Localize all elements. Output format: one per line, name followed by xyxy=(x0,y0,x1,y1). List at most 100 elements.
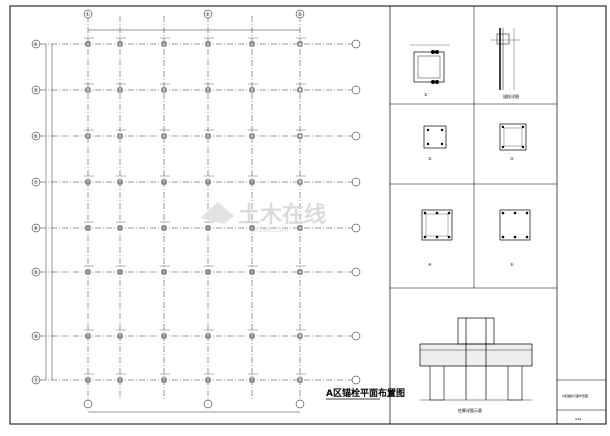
plan-columns xyxy=(84,37,306,383)
axis-bubble-bottom xyxy=(83,399,93,409)
column-anchor xyxy=(161,225,167,231)
axis-bubble-left xyxy=(31,39,41,49)
column-anchor xyxy=(117,377,123,383)
column-anchor xyxy=(297,333,303,339)
detail-2-label: 锚栓详图 xyxy=(503,93,519,99)
axis-label-left: ⑪ xyxy=(34,377,39,384)
detail-6: ⑤ xyxy=(499,209,531,267)
column-anchor xyxy=(117,225,123,231)
axis-label-left: ⑧ xyxy=(34,226,39,232)
column-anchor xyxy=(85,377,91,383)
axis-bubble-left xyxy=(31,331,41,341)
column-anchor xyxy=(297,225,303,231)
plan-grid xyxy=(40,16,352,400)
axis-label-left: ⑩ xyxy=(34,334,39,340)
axis-bubble-right xyxy=(351,267,361,277)
axis-label-left: ⑥ xyxy=(34,134,39,140)
column-anchor xyxy=(161,133,167,139)
column-anchor xyxy=(85,179,91,185)
column-anchor xyxy=(205,179,211,185)
axis-bubble-right xyxy=(351,131,361,141)
title-block-sheet-no: GS4 xyxy=(575,417,581,421)
column-anchor xyxy=(85,333,91,339)
column-anchor xyxy=(117,133,123,139)
axis-bubble-left xyxy=(31,375,41,385)
axis-label-left: ⑦ xyxy=(34,180,39,186)
column-anchor xyxy=(205,41,211,47)
detail-6-label: ⑤ xyxy=(510,262,514,267)
plan-axis-labels: ① ② ③ ④ ⑤ ⑥ ⑦ ⑧ ⑨ ⑩ ⑪ xyxy=(31,9,361,409)
axis-bubble-right xyxy=(351,331,361,341)
column-anchor xyxy=(205,333,211,339)
column-anchor xyxy=(161,87,167,93)
axis-bubble-left xyxy=(31,223,41,233)
column-anchor xyxy=(161,269,167,275)
column-anchor xyxy=(161,333,167,339)
axis-label-left: ⑤ xyxy=(34,88,38,94)
column-anchor xyxy=(297,269,303,275)
title-block: A区锚栓平面布置图 GS4 xyxy=(557,379,606,421)
axis-label-top: ② xyxy=(206,12,211,18)
detail-4: ③ xyxy=(499,123,527,161)
detail-4-label: ③ xyxy=(510,156,514,161)
axis-bubble-left xyxy=(31,131,41,141)
column-anchor xyxy=(249,41,255,47)
detail-5: ④ xyxy=(421,209,453,267)
column-anchor xyxy=(117,41,123,47)
detail-5-label: ④ xyxy=(428,262,432,267)
axis-bubble-top xyxy=(295,9,305,19)
detail-1: ① xyxy=(410,44,450,97)
column-anchor xyxy=(249,87,255,93)
column-anchor xyxy=(205,133,211,139)
axis-bubble-left xyxy=(31,85,41,95)
column-anchor xyxy=(297,87,303,93)
watermark-text: 土木在线 xyxy=(238,202,326,228)
axis-bubble-right xyxy=(351,39,361,49)
column-anchor xyxy=(161,377,167,383)
axis-label-left: ⑨ xyxy=(34,270,38,276)
column-anchor xyxy=(117,269,123,275)
column-anchor xyxy=(85,225,91,231)
plan-scale: 1:100 xyxy=(382,394,391,398)
column-anchor xyxy=(249,133,255,139)
section-label: 柱脚详图示意 xyxy=(458,407,482,413)
column-anchor xyxy=(205,269,211,275)
column-anchor xyxy=(85,133,91,139)
column-anchor xyxy=(297,179,303,185)
axis-label-top: ③ xyxy=(298,12,302,18)
column-anchor xyxy=(297,133,303,139)
axis-bubble-top xyxy=(203,9,213,19)
title-block-name: A区锚栓平面布置图 xyxy=(562,393,588,398)
sheet-border xyxy=(9,5,607,425)
column-anchor xyxy=(85,269,91,275)
detail-3-label: ② xyxy=(428,156,432,161)
column-anchor xyxy=(161,41,167,47)
column-anchor xyxy=(205,377,211,383)
watermark-sub: co188.com xyxy=(250,226,289,234)
column-anchor xyxy=(205,87,211,93)
column-anchor xyxy=(117,87,123,93)
column-anchor xyxy=(249,269,255,275)
plan-title: A区锚栓平面布置图 xyxy=(326,387,405,399)
axis-bubble-bottom xyxy=(295,399,305,409)
column-anchor xyxy=(249,225,255,231)
column-anchor xyxy=(117,333,123,339)
column-anchor xyxy=(249,377,255,383)
column-anchor xyxy=(205,225,211,231)
axis-label-top: ① xyxy=(86,12,91,18)
column-anchor xyxy=(117,179,123,185)
dimension-lines xyxy=(45,29,300,413)
axis-bubble-top xyxy=(83,9,93,19)
detail-2: 锚栓详图 xyxy=(490,28,520,99)
column-anchor xyxy=(85,41,91,47)
axis-bubble-right xyxy=(351,177,361,187)
axis-bubble-right xyxy=(351,223,361,233)
section-detail: 柱脚详图示意 xyxy=(419,317,533,413)
axis-label-left: ④ xyxy=(34,42,39,48)
axis-bubble-right xyxy=(351,375,361,385)
column-anchor xyxy=(249,179,255,185)
axis-bubble-bottom xyxy=(203,399,213,409)
column-anchor xyxy=(249,333,255,339)
